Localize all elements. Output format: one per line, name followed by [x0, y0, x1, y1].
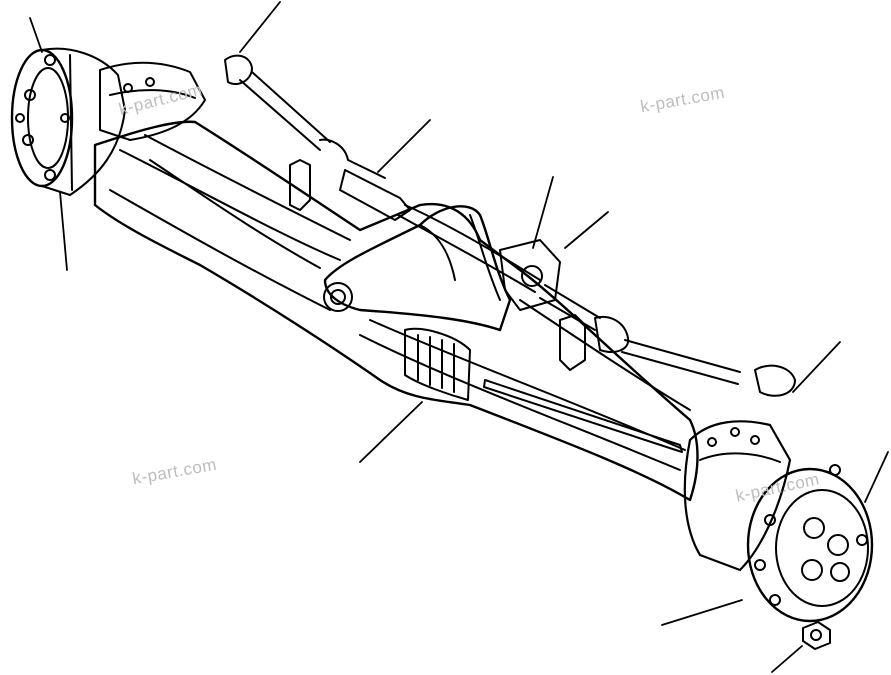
- leader-line: [29, 17, 43, 53]
- leader-line: [377, 119, 431, 173]
- leader-line: [661, 599, 743, 626]
- axle-housing: [93, 120, 699, 502]
- leader-line: [564, 211, 609, 249]
- leader-line: [532, 176, 554, 249]
- leader-line: [239, 1, 281, 53]
- reference-leader-lines: [29, 1, 889, 673]
- tie-rod-assembly: [224, 54, 796, 397]
- leader-line: [771, 645, 803, 673]
- center-pivot-bracket: [323, 205, 512, 332]
- leader-line: [59, 191, 68, 271]
- leader-line: [864, 451, 889, 503]
- left-wheel-hub: [10, 47, 206, 196]
- right-wheel-hub: [683, 420, 874, 650]
- leader-line: [359, 401, 423, 463]
- leader-line: [792, 341, 841, 393]
